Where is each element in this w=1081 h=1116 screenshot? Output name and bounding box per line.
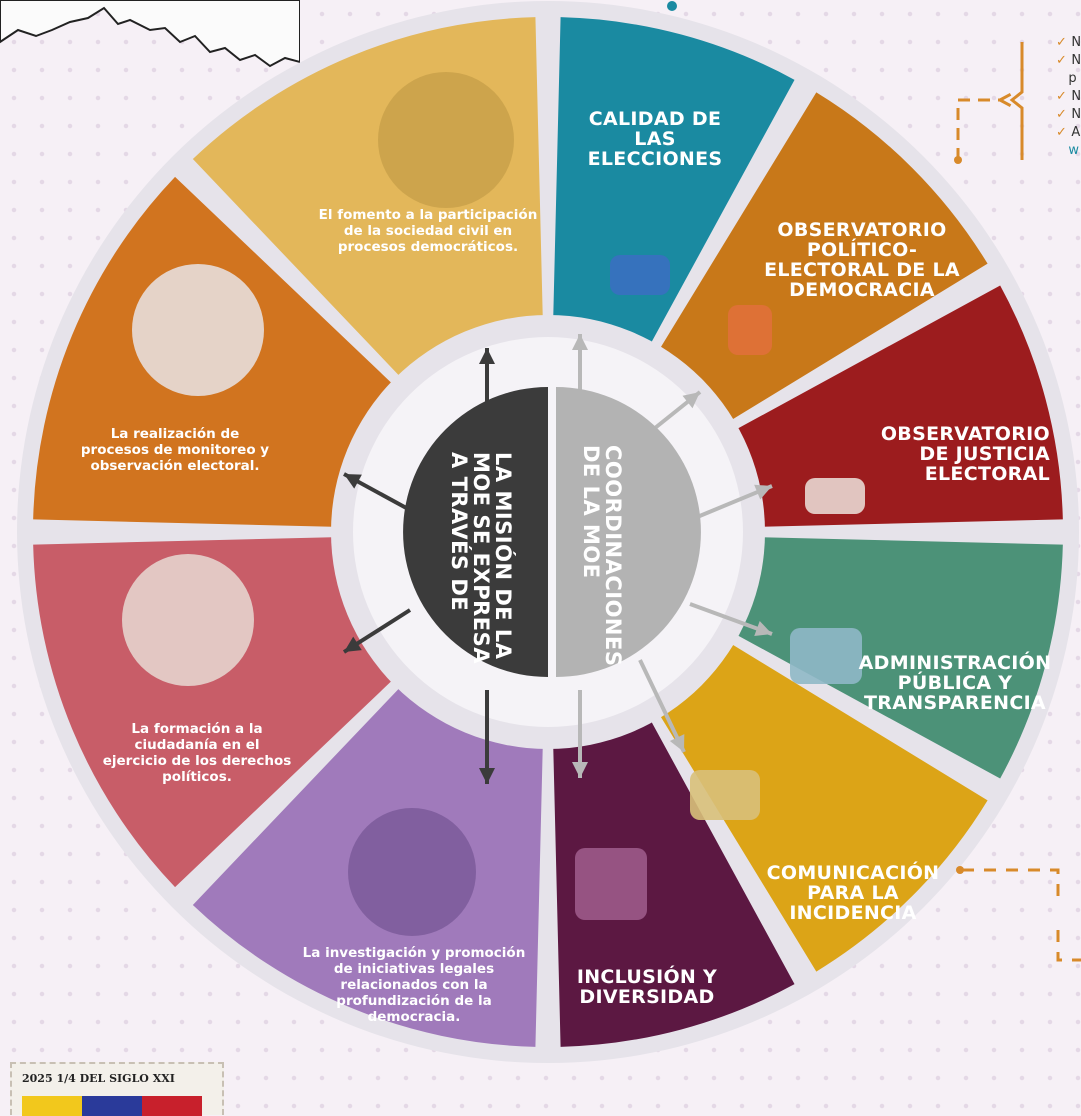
arrow-right-3-head <box>754 620 772 637</box>
diversity-puzzle-icon <box>575 848 647 920</box>
investigacion-illustration <box>348 808 476 936</box>
segment-label-investigacion: La investigación y promoción de iniciati… <box>302 945 526 1025</box>
checklist-item: ✓ N <box>1056 35 1081 50</box>
checklist-item: ✓ N <box>1056 53 1081 68</box>
monitoreo-illustration <box>132 264 264 396</box>
flag-red <box>142 1096 202 1116</box>
eye-icon <box>805 478 865 514</box>
arrow-up-right-head <box>572 334 588 350</box>
segment-label-monitoreo: La realización de procesos de monitoreo … <box>80 426 270 474</box>
connector-dot-top <box>954 156 962 164</box>
center-left-half <box>403 387 548 677</box>
checklist-item: ✓ N <box>1056 89 1081 104</box>
arrow-left-upper-head <box>344 474 362 489</box>
orange-bracket <box>1009 42 1024 160</box>
segment-label-comunicacion: COMUNICACIÓN PARA LA INCIDENCIA <box>766 862 940 924</box>
stamp-text: 2025 1/4 DEL SIGLO XXI <box>22 1072 175 1085</box>
participacion-illustration <box>378 72 514 208</box>
arrow-down-right-head <box>572 762 588 778</box>
colombia-map-icon <box>728 305 772 355</box>
checklist-item: p <box>1068 71 1077 86</box>
arrow-right-4 <box>638 659 686 753</box>
arrow-down-left-head <box>479 768 495 784</box>
arrow-up-left-head <box>479 348 495 364</box>
torn-paper-decoration <box>0 0 300 68</box>
stamp-decoration: 2025 1/4 DEL SIGLO XXI <box>10 1062 224 1116</box>
center-left-text: LA MISIÓN DE LA MOE SE EXPRESA A TRAVÉS … <box>447 452 516 665</box>
arrow-left-lower-head <box>344 636 362 652</box>
segment-label-observatorio-politico: OBSERVATORIO POLÍTICO-ELECTORAL DE LA DE… <box>764 219 960 301</box>
segment-comunicacion <box>649 633 988 972</box>
segment-label-justicia: OBSERVATORIO DE JUSTICIA ELECTORAL <box>880 423 1050 485</box>
connector-dot-bottom <box>956 866 964 874</box>
orange-dashed-connector-bottom <box>962 868 1081 962</box>
arrow-right-4-head <box>669 734 685 752</box>
segment-label-administracion: ADMINISTRACIÓN PÚBLICA Y TRANSPARENCIA <box>858 652 1052 714</box>
segment-administracion <box>719 536 1063 779</box>
formacion-illustration <box>122 554 254 686</box>
checklist-item: w <box>1068 143 1080 158</box>
center-right-text: COORDINACIONES DE LA MOE <box>579 445 626 667</box>
top-dot <box>667 1 677 11</box>
segment-inclusion <box>552 703 795 1047</box>
ballot-box-icon <box>610 255 670 295</box>
segment-label-inclusion: INCLUSIÓN Y DIVERSIDAD <box>576 966 718 1008</box>
center-right-half <box>556 387 701 677</box>
segment-label-participacion: El fomento a la participación de la soci… <box>318 207 538 255</box>
microphones-icon <box>690 770 760 820</box>
checklist: ✓ N ✓ N p ✓ N ✓ N ✓ A w <box>1056 34 1081 160</box>
orange-dashed-connector-top <box>956 90 1016 160</box>
flag-yellow <box>22 1096 82 1116</box>
arrow-right-2-head <box>754 484 772 500</box>
segment-label-calidad: CALIDAD DE LAS ELECCIONES <box>587 108 723 170</box>
puzzle-magnifier-icon <box>790 628 862 684</box>
arrow-right-1-head <box>682 392 700 409</box>
segment-label-formacion: La formación a la ciudadanía en el ejerc… <box>102 721 292 785</box>
segment-justicia <box>719 285 1063 528</box>
checklist-item: ✓ A <box>1056 125 1081 140</box>
checklist-item: ✓ N <box>1056 107 1081 122</box>
flag-blue <box>82 1096 142 1116</box>
